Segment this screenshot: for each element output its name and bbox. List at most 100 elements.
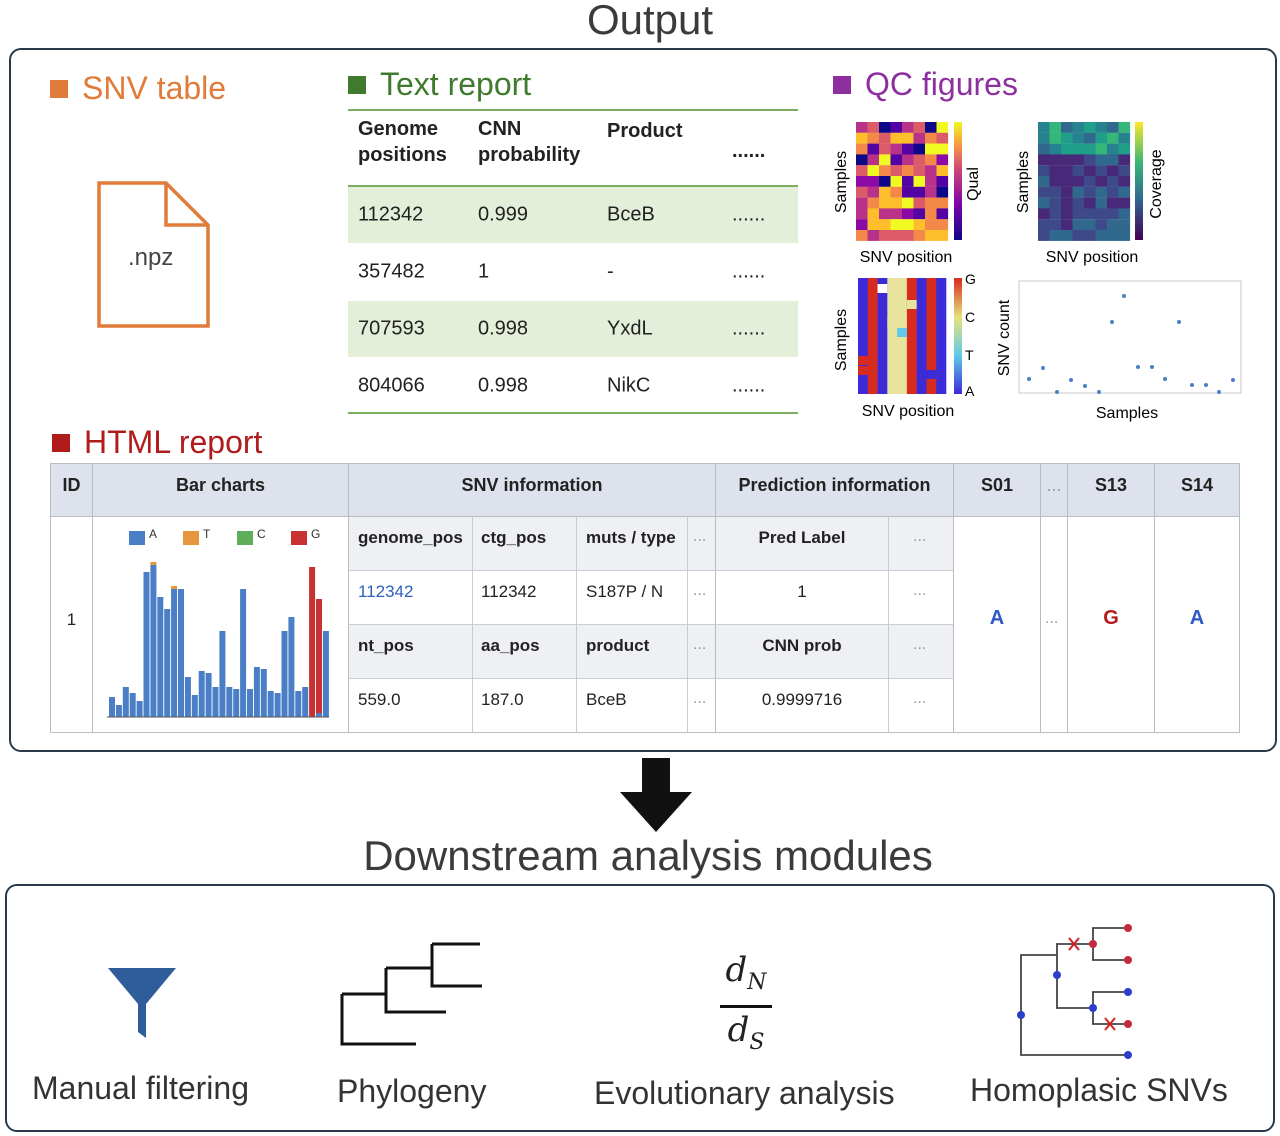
- coverage-heatmap-cell: [1118, 154, 1131, 166]
- pred-ellipsis: ...: [913, 690, 927, 707]
- pred-ellipsis: ...: [913, 528, 927, 545]
- downstream-panel: [5, 884, 1275, 1132]
- qual-heatmap-cell: [902, 132, 914, 144]
- qual-heatmap-cell: [925, 165, 937, 177]
- qual-heatmap-cell: [913, 122, 926, 133]
- coverage-heatmap-cell: [1049, 208, 1062, 220]
- pred-label-header: Pred Label: [758, 528, 846, 547]
- text-report-title: Text report: [380, 66, 532, 102]
- qual-heatmap-cell: [879, 143, 891, 155]
- col-header-bar-charts: Bar charts: [175, 475, 266, 495]
- coverage-heatmap-cell: [1038, 197, 1050, 209]
- coverage-heatmap-cell: [1095, 197, 1108, 209]
- coverage-heatmap-cell: [1061, 165, 1073, 177]
- qual-heatmap-cell: [856, 143, 868, 155]
- base-heatmap-column: [877, 278, 888, 394]
- coverage-heatmap-cell: [1038, 154, 1050, 166]
- qual-heatmap-cell: [879, 186, 891, 198]
- snv-field-header: genome_pos: [358, 528, 463, 547]
- qual-heatmap-cell: [890, 132, 903, 144]
- qual-heatmap-cell: [925, 186, 937, 198]
- bar-segment: [150, 562, 157, 565]
- bar: [109, 697, 115, 717]
- genome-pos-link[interactable]: 112342: [358, 582, 414, 601]
- bar: [302, 687, 309, 717]
- bar: [198, 671, 205, 717]
- output-panel: [9, 48, 1277, 752]
- text-report-header-product: Product: [607, 120, 683, 142]
- coverage-heatmap-cell: [1084, 230, 1096, 241]
- base-heatmap-cell: [867, 290, 878, 299]
- scatter-point: [1041, 366, 1045, 370]
- bar: [233, 689, 240, 717]
- qual-heatmap-cell: [867, 208, 880, 220]
- qual-heatmap-cell: [879, 197, 891, 209]
- qual-heatmap-cell: [867, 186, 880, 198]
- coverage-heatmap-cell: [1049, 143, 1062, 155]
- qual-heatmap-cell: [913, 176, 926, 187]
- qual-heatmap-cell: [936, 208, 949, 220]
- bar: [122, 687, 129, 717]
- snv-field-value: 187.0: [481, 690, 524, 709]
- base-heatmap-column: [858, 278, 869, 394]
- bar: [143, 572, 150, 717]
- bar: [212, 687, 219, 717]
- bar: [150, 565, 157, 717]
- base-colorbar-tick-a: A: [965, 383, 975, 399]
- coverage-heatmap-cell: [1095, 154, 1108, 166]
- file-label: .npz: [128, 244, 174, 271]
- qual-heatmap-cell: [856, 230, 868, 241]
- scatter-point: [1110, 320, 1114, 324]
- coverage-heatmap-cell: [1061, 176, 1073, 187]
- qual-heatmap-cell: [867, 230, 880, 241]
- qual-heatmap-cell: [936, 132, 949, 144]
- file-icon: [97, 181, 210, 328]
- snv-field-value: 112342: [481, 582, 537, 601]
- coverage-heatmap-cell: [1084, 132, 1096, 144]
- dnds-icon: dN dS: [716, 950, 776, 1063]
- base-heatmap-xlabel: SNV position: [862, 403, 955, 420]
- base-heatmap-cell: [906, 300, 917, 309]
- text-report-row: 357482 1 - ......: [358, 260, 766, 283]
- text-report-bottom-rule: [348, 412, 798, 414]
- base-colorbar: [954, 278, 962, 394]
- qual-heatmap-cell: [890, 122, 903, 133]
- base-heatmap-cell: [858, 366, 868, 375]
- coverage-heatmap-cell: [1118, 197, 1131, 209]
- base-heatmap-column: [926, 278, 937, 394]
- sample-ellipsis: ...: [1045, 610, 1059, 627]
- coverage-heatmap-cell: [1084, 122, 1096, 133]
- bar-legend-swatch: [129, 531, 145, 545]
- scatter-point: [1190, 383, 1194, 387]
- snv-count-points: [1027, 294, 1235, 394]
- bar: [247, 689, 253, 717]
- homoplasy-tree-icon: [1017, 924, 1132, 1059]
- coverage-heatmap-cell: [1061, 122, 1073, 133]
- qual-heatmap-cell: [902, 165, 914, 177]
- qual-heatmap-cell: [925, 197, 937, 209]
- col-header-id: ID: [62, 475, 81, 495]
- coverage-heatmap-cell: [1084, 219, 1096, 231]
- scatter-point: [1163, 377, 1167, 381]
- bar-legend-label: T: [203, 527, 211, 541]
- coverage-heatmap-cell: [1107, 208, 1119, 220]
- qual-heatmap-cell: [913, 186, 926, 198]
- coverage-heatmap-cell: [1118, 143, 1131, 155]
- base-heatmap-cells: [858, 278, 947, 394]
- coverage-heatmap: Samples Coverage SNV position: [1015, 122, 1165, 266]
- qual-heatmap-cell: [879, 219, 891, 231]
- qual-heatmap-cell: [890, 143, 903, 155]
- qual-heatmap-cell: [925, 208, 937, 220]
- bar-legend-swatch: [183, 531, 199, 545]
- scatter-point: [1055, 390, 1059, 394]
- coverage-heatmap-cell: [1107, 230, 1119, 241]
- qual-heatmap-cell: [913, 165, 926, 177]
- qual-heatmap-cell: [867, 165, 880, 177]
- coverage-heatmap-cell: [1072, 208, 1085, 220]
- coverage-heatmap-cell: [1084, 176, 1096, 187]
- col-header-s13: S13: [1094, 475, 1128, 495]
- qual-heatmap-cell: [913, 219, 926, 231]
- coverage-colorbar: [1135, 122, 1143, 240]
- coverage-heatmap-cell: [1107, 122, 1119, 133]
- qc-figures-heading: QC figures: [833, 66, 1018, 103]
